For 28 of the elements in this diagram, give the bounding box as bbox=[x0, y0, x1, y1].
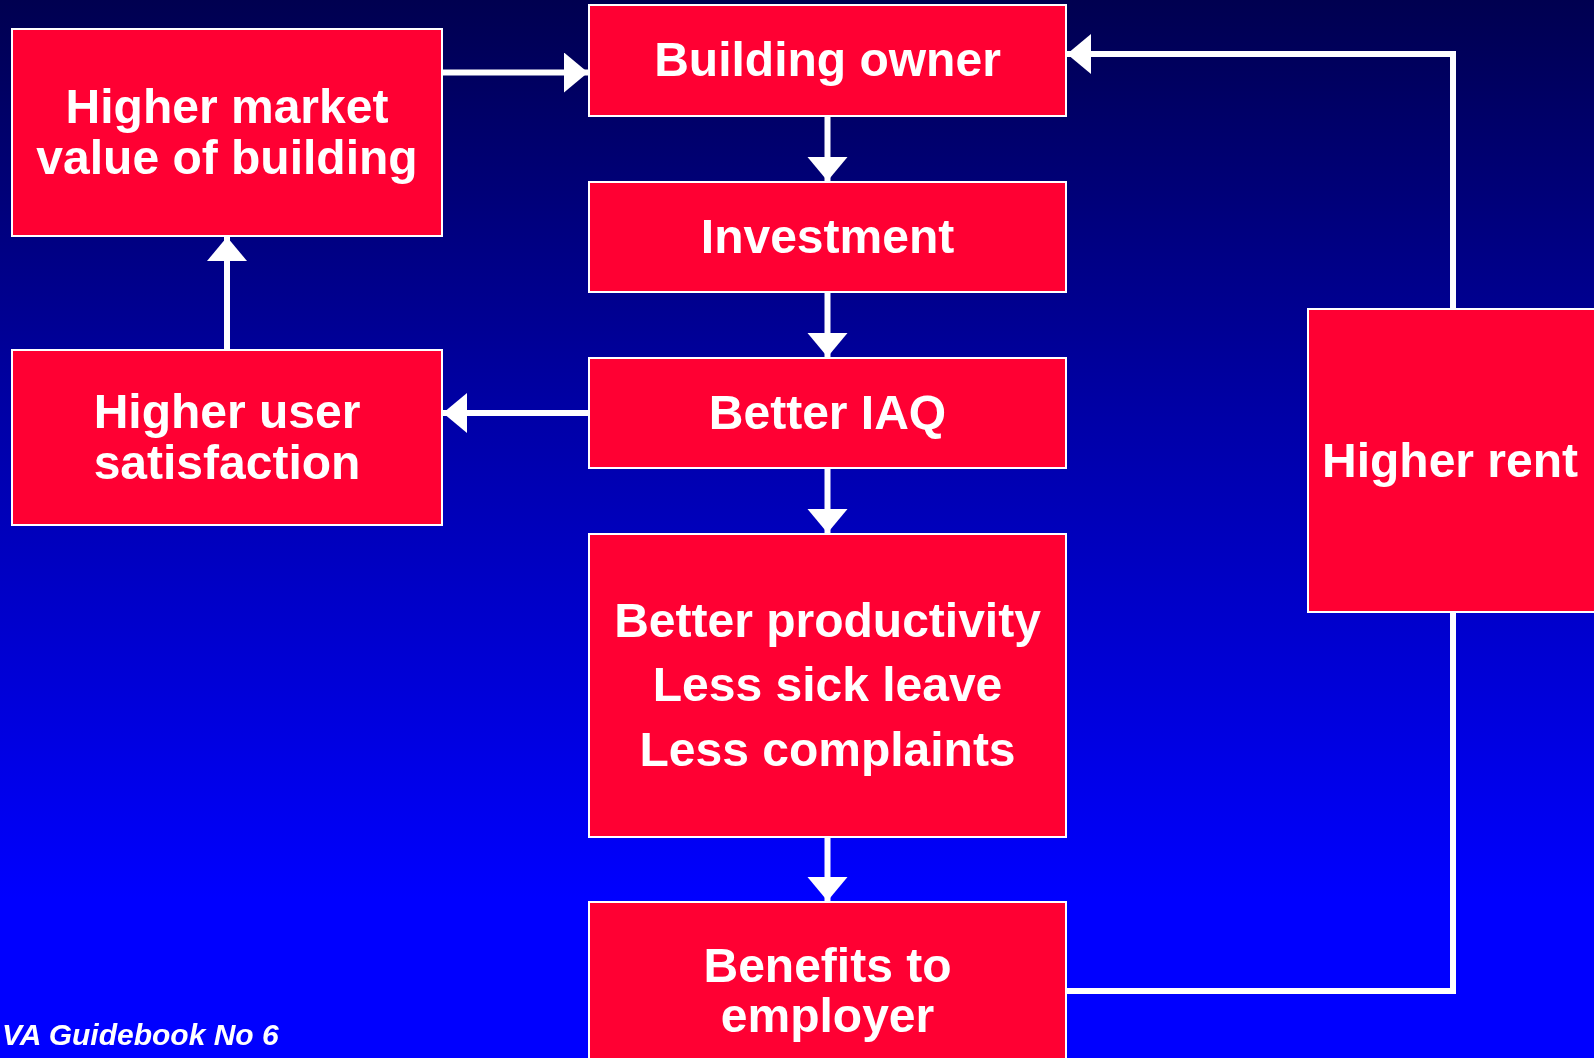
arrow bbox=[207, 237, 247, 349]
arrow bbox=[807, 469, 848, 533]
process-box bbox=[588, 533, 1067, 838]
box-text: Less complaints bbox=[638, 724, 1017, 776]
box-text: Building owner bbox=[653, 35, 1002, 86]
process-box bbox=[11, 349, 443, 526]
process-box bbox=[588, 901, 1067, 1058]
arrow bbox=[443, 393, 588, 433]
process-box bbox=[588, 181, 1067, 293]
process-box bbox=[588, 357, 1067, 469]
box-text: Benefits to employer bbox=[702, 940, 953, 1042]
process-box bbox=[588, 4, 1067, 117]
box-text: Higher rent bbox=[1321, 432, 1579, 489]
source-note: VA Guidebook No 6 bbox=[2, 1018, 279, 1052]
box-text: Higher market value of building bbox=[35, 82, 419, 183]
box-text: Better productivity bbox=[613, 595, 1042, 647]
box-text: Investment bbox=[699, 211, 956, 263]
box-text: Less sick leave bbox=[651, 660, 1004, 711]
arrow bbox=[807, 293, 848, 357]
box-text: Better IAQ bbox=[707, 387, 948, 439]
arrow bbox=[443, 52, 588, 93]
arrow bbox=[807, 117, 848, 181]
arrow bbox=[1067, 34, 1456, 308]
process-box bbox=[11, 28, 443, 237]
process-box bbox=[1307, 308, 1594, 613]
arrow bbox=[807, 838, 848, 901]
connector-line bbox=[1067, 613, 1456, 994]
box-text: Higher user satisfaction bbox=[92, 387, 362, 488]
